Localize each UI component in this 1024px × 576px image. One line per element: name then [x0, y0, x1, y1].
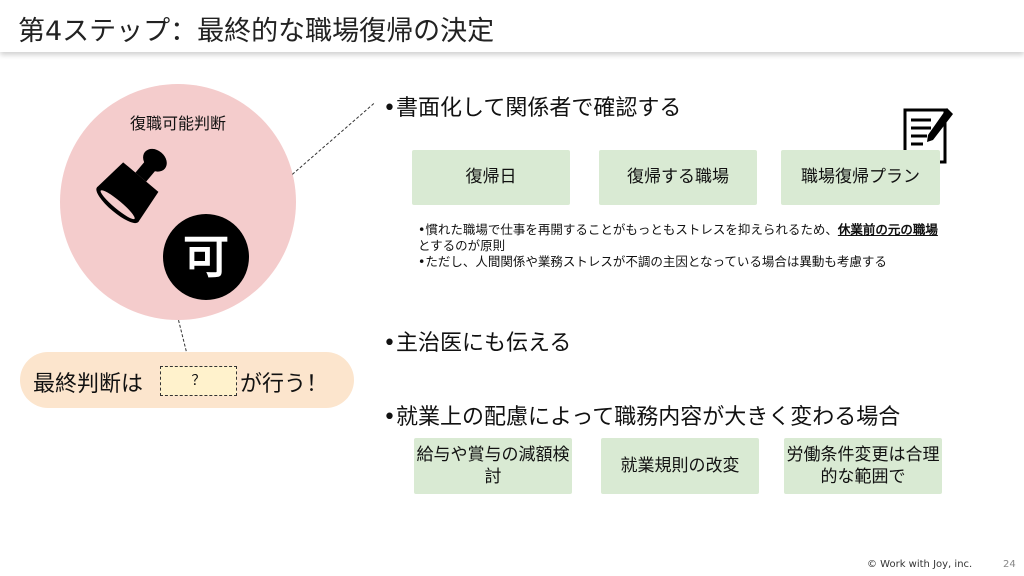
box-salary: 給与や賞与の減額検討: [414, 438, 572, 494]
return-judgment-circle: 復職可能判断 可: [60, 84, 296, 320]
box-return-workplace: 復帰する職場: [599, 150, 757, 205]
stamp-icon: [96, 148, 167, 224]
title-bar: 第4ステップ：最終的な職場復帰の決定: [0, 0, 1024, 52]
box-return-plan: 職場復帰プラン: [781, 150, 940, 205]
circle-label: 復職可能判断: [129, 114, 226, 133]
note-1: •慣れた職場で仕事を再開することがもっともストレスを抑えられるため、休業前の元の…: [418, 222, 948, 254]
bullet-document: •書面化して関係者で確認する: [383, 96, 682, 121]
bullet-job-change: •就業上の配慮によって職務内容が大きく変わる場合: [383, 405, 901, 430]
copyright: © Work with Joy, inc.: [867, 559, 973, 570]
page-title: 第4ステップ：最終的な職場復帰の決定: [18, 16, 495, 47]
connector-line: [292, 103, 375, 175]
note-1-text-end: とするのが原則: [418, 238, 506, 253]
page-number: 24: [1003, 559, 1016, 570]
final-decision-pill: 最終判断は ？ が行う！: [20, 352, 354, 408]
connector-line: [178, 320, 187, 352]
bullet-doctor: •主治医にも伝える: [383, 331, 572, 356]
pill-text-after: が行う！: [240, 372, 329, 397]
box-rules: 就業規則の改変: [601, 438, 759, 494]
note-1-text: •慣れた職場で仕事を再開することがもっともストレスを抑えられるため、: [418, 222, 838, 237]
blank-answer-box: ？: [160, 366, 237, 396]
note-1-emphasis: 休業前の元の職場: [837, 222, 938, 237]
notes: •慣れた職場で仕事を再開することがもっともストレスを抑えられるため、休業前の元の…: [418, 222, 948, 270]
pill-text-before: 最終判断は: [33, 372, 144, 397]
approval-stamp-icon: 可: [163, 214, 249, 300]
note-2: •ただし、人間関係や業務ストレスが不調の主因となっている場合は異動も考慮する: [418, 254, 887, 269]
box-conditions: 労働条件変更は合理的な範囲で: [784, 438, 942, 494]
box-return-date: 復帰日: [412, 150, 570, 205]
